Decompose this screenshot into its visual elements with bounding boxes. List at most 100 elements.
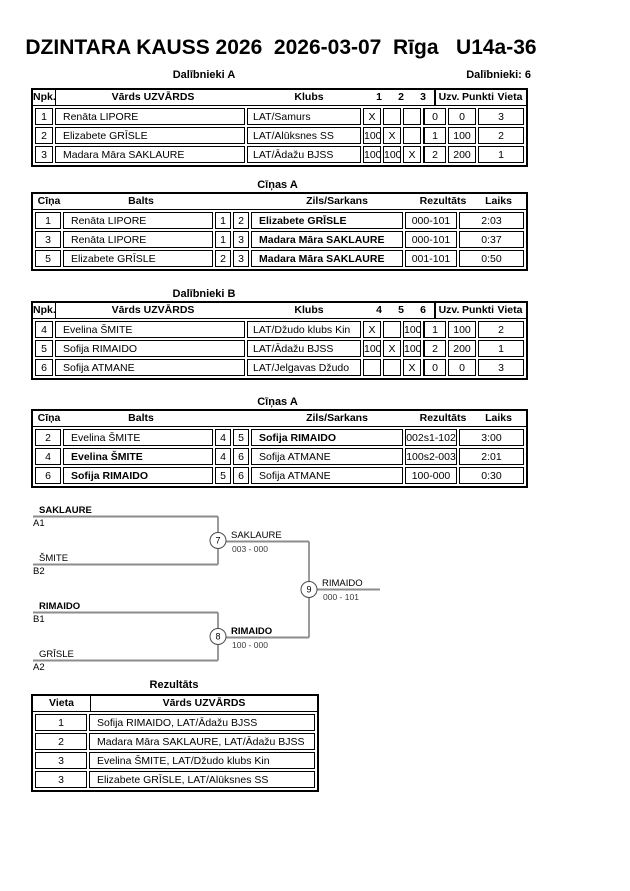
section-title-participants-a: Dalībnieki A (172, 69, 236, 81)
club-cell: LAT/Džudo klubs Kin (247, 321, 361, 338)
bracket-seed: B2 (33, 566, 45, 577)
points-cell: 100 (448, 127, 476, 144)
white-num-cell: 5 (215, 467, 231, 484)
fights-b-header: Cīņa Balts Zils/Sarkans Rezultāts Laiks (33, 411, 526, 427)
time-cell: 0:50 (459, 250, 524, 267)
score-cell: X (363, 321, 381, 338)
header-time: Laiks (485, 412, 512, 424)
white-num-cell: 2 (215, 250, 231, 267)
place-cell: 2 (478, 321, 524, 338)
wins-cell: 2 (423, 146, 446, 163)
wins-cell: 1 (423, 127, 446, 144)
result-cell: 100-000 (405, 467, 457, 484)
result-cell: 100s2-003 (405, 448, 457, 465)
header-col-6: 6 (420, 304, 426, 316)
fights-table-a: Cīņa Balts Zils/Sarkans Rezultāts Laiks … (31, 192, 528, 271)
white-cell: Sofija RIMAIDO (63, 467, 213, 484)
table-row: 1 Renāta LIPORE 1 2 Elizabete GRĪSLE 000… (35, 212, 524, 229)
match-circle-9 (300, 581, 318, 598)
result-name-cell: Sofija RIMAIDO, LAT/Ādažu BJSS (89, 714, 315, 731)
blue-num-cell: 3 (233, 250, 249, 267)
header-col-1: 1 (376, 91, 382, 103)
table-row: 2 Madara Māra SAKLAURE, LAT/Ādažu BJSS (35, 733, 315, 750)
header-name: Vārds UZVĀRDS (111, 91, 195, 103)
white-cell: Elizabete GRĪSLE (63, 250, 213, 267)
header-fight: Cīņa (37, 195, 61, 207)
name-cell: Elizabete GRĪSLE (55, 127, 245, 144)
header-name: Vārds UZVĀRDS (111, 304, 195, 316)
npk-cell: 5 (35, 340, 53, 357)
score-cell (383, 321, 401, 338)
participants-a-body: 1 Renāta LIPORE LAT/Samurs X 0 0 3 2 Eli… (33, 106, 526, 165)
table-row: 5 Sofija RIMAIDO LAT/Ādažu BJSS 100 X 10… (35, 340, 524, 357)
npk-cell: 3 (35, 146, 53, 163)
blue-num-cell: 3 (233, 231, 249, 248)
npk-cell: 1 (35, 108, 53, 125)
blue-cell: Elizabete GRĪSLE (251, 212, 403, 229)
score-cell: 100 (403, 321, 421, 338)
table-row: 3 Madara Māra SAKLAURE LAT/Ādažu BJSS 10… (35, 146, 524, 163)
place-cell: 3 (35, 752, 87, 769)
header-fight: Cīņa (37, 412, 61, 424)
result-cell: 000-101 (405, 231, 457, 248)
participants-count: Dalībnieki: 6 (466, 69, 531, 81)
participants-table-a: Npk. Vārds UZVĀRDS Klubs 1 2 3 Uzv. Punk… (31, 88, 528, 167)
header-points: Punkti (462, 304, 495, 316)
header-wins: Uzv. (434, 90, 462, 105)
fights-a-header: Cīņa Balts Zils/Sarkans Rezultāts Laiks (33, 194, 526, 210)
header-name: Vārds UZVĀRDS (162, 697, 246, 709)
fights-b-body: 2 Evelina ŠMITE 4 5 Sofija RIMAIDO 002s1… (33, 427, 526, 486)
bracket-entry-name: RIMAIDO (39, 601, 80, 612)
score-cell (403, 108, 421, 125)
score-cell: X (403, 359, 421, 376)
header-col-5: 5 (398, 304, 404, 316)
participants-a-header: Npk. Vārds UZVĀRDS Klubs 1 2 3 Uzv. Punk… (33, 90, 526, 106)
blue-num-cell: 6 (233, 467, 249, 484)
score-cell: X (383, 340, 401, 357)
points-cell: 200 (448, 340, 476, 357)
wins-cell: 0 (423, 108, 446, 125)
fight-cell: 3 (35, 231, 61, 248)
header-blue: Zils/Sarkans (306, 195, 368, 207)
results-body: 1 Sofija RIMAIDO, LAT/Ādažu BJSS 2 Madar… (33, 712, 317, 790)
fight-cell: 5 (35, 250, 61, 267)
result-cell: 002s1-102 (405, 429, 457, 446)
fights-a-body: 1 Renāta LIPORE 1 2 Elizabete GRĪSLE 000… (33, 210, 526, 269)
white-cell: Evelina ŠMITE (63, 429, 213, 446)
club-cell: LAT/Samurs (247, 108, 361, 125)
header-club: Klubs (294, 304, 324, 316)
participants-b-body: 4 Evelina ŠMITE LAT/Džudo klubs Kin X 10… (33, 319, 526, 378)
score-cell (383, 359, 401, 376)
semi1-winner: SAKLAURE (231, 530, 282, 541)
table-row: 3 Renāta LIPORE 1 3 Madara Māra SAKLAURE… (35, 231, 524, 248)
header-time: Laiks (485, 195, 512, 207)
place-cell: 3 (35, 771, 87, 788)
header-place: Vieta (497, 304, 523, 316)
blue-cell: Madara Māra SAKLAURE (251, 231, 403, 248)
participants-table-b: Npk. Vārds UZVĀRDS Klubs 4 5 6 Uzv. Punk… (31, 301, 528, 380)
semi1-score: 003 - 000 (232, 544, 268, 554)
result-cell: 000-101 (405, 212, 457, 229)
table-row: 1 Renāta LIPORE LAT/Samurs X 0 0 3 (35, 108, 524, 125)
semi2-winner: RIMAIDO (231, 626, 272, 637)
page-title: DZINTARA KAUSS 2026 2026-03-07 Rīga U14a… (25, 36, 537, 59)
name-cell: Sofija ATMANE (55, 359, 245, 376)
white-num-cell: 1 (215, 212, 231, 229)
bracket-entry-name: GRĪSLE (39, 649, 74, 660)
name-cell: Madara Māra SAKLAURE (55, 146, 245, 163)
points-cell: 100 (448, 321, 476, 338)
white-cell: Evelina ŠMITE (63, 448, 213, 465)
header-points: Punkti (462, 91, 495, 103)
header-wins: Uzv. (434, 303, 462, 318)
time-cell: 0:37 (459, 231, 524, 248)
match-circle-7 (209, 532, 227, 549)
fight-cell: 1 (35, 212, 61, 229)
time-cell: 3:00 (459, 429, 524, 446)
result-cell: 001-101 (405, 250, 457, 267)
club-cell: LAT/Jelgavas Džudo (247, 359, 361, 376)
name-cell: Renāta LIPORE (55, 108, 245, 125)
match-number: 7 (215, 536, 220, 546)
match-number: 9 (306, 585, 311, 595)
white-cell: Renāta LIPORE (63, 231, 213, 248)
